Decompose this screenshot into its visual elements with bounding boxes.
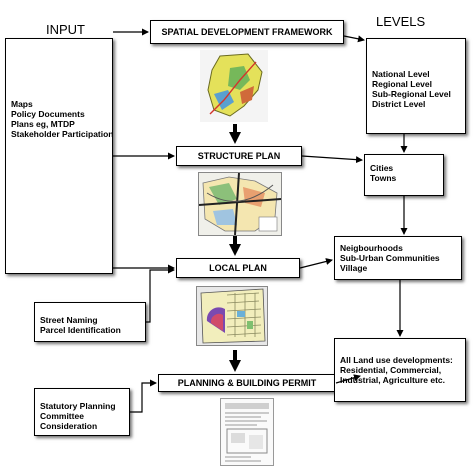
- neighbourhood-item: Village: [340, 263, 368, 273]
- level-item: National Level: [372, 69, 430, 79]
- committee-item: Consideration: [40, 421, 98, 431]
- input-item: Plans eg, MTDP: [11, 119, 75, 129]
- committee-item: Committee: [40, 411, 84, 421]
- neighbourhood-item: Sub-Urban Communities: [340, 253, 440, 263]
- input-item: Stakeholder Participation: [11, 129, 114, 139]
- national-level-box: National Level Regional Level Sub-Region…: [366, 38, 466, 134]
- local-plan-map-image: [196, 286, 268, 346]
- arrow-committee-to-permit: [130, 379, 157, 413]
- arrow-local-to-neighbourhoods: [299, 258, 333, 269]
- landuse-box: All Land use developments: Residential, …: [334, 338, 466, 402]
- cities-item: Towns: [370, 173, 397, 183]
- arrow-sdf-to-national: [343, 35, 365, 43]
- input-item: Policy Documents: [11, 109, 85, 119]
- levels-heading: LEVELS: [376, 14, 426, 29]
- local-plan-box: LOCAL PLAN: [176, 258, 300, 278]
- neighbourhoods-box: Neigbourhoods Sub-Urban Communities Vill…: [334, 236, 462, 280]
- input-main-box: Maps Policy Documents Plans eg, MTDP Sta…: [5, 38, 114, 274]
- input-item: Maps: [11, 99, 33, 109]
- sdf-box: SPATIAL DEVELOPMENT FRAMEWORK: [150, 20, 344, 44]
- structure-plan-label: STRUCTURE PLAN: [197, 151, 281, 161]
- level-item: Sub-Regional Level: [372, 89, 451, 99]
- cities-item: Cities: [370, 163, 394, 173]
- committee-item: Statutory Planning: [40, 401, 116, 411]
- arrow-structure-to-cities: [301, 155, 363, 164]
- permit-document-image: [220, 398, 274, 466]
- permit-box: PLANNING & BUILDING PERMIT: [158, 374, 336, 392]
- structure-plan-box: STRUCTURE PLAN: [176, 146, 302, 166]
- street-item: Street Naming: [40, 315, 98, 325]
- local-plan-label: LOCAL PLAN: [209, 263, 267, 273]
- cities-box: Cities Towns: [364, 154, 444, 196]
- neighbourhood-item: Neigbourhoods: [340, 243, 403, 253]
- structure-plan-map-image: [198, 172, 282, 236]
- arrow-street-to-local: [146, 266, 175, 323]
- committee-box: Statutory Planning Committee Considerati…: [34, 388, 130, 436]
- permit-label: PLANNING & BUILDING PERMIT: [177, 378, 317, 388]
- arrow-permit-to-landuse: [335, 374, 361, 384]
- landuse-item: All Land use developments:: [340, 355, 453, 365]
- street-item: Parcel Identification: [40, 325, 121, 335]
- landuse-item: Residential, Commercial,: [340, 365, 442, 375]
- sdf-map-image: [200, 50, 268, 122]
- sdf-label: SPATIAL DEVELOPMENT FRAMEWORK: [161, 27, 333, 37]
- level-item: District Level: [372, 99, 426, 109]
- street-naming-box: Street Naming Parcel Identification: [34, 302, 146, 342]
- landuse-item: Industrial, Agriculture etc.: [340, 375, 446, 385]
- level-item: Regional Level: [372, 79, 432, 89]
- input-heading: INPUT: [46, 22, 85, 37]
